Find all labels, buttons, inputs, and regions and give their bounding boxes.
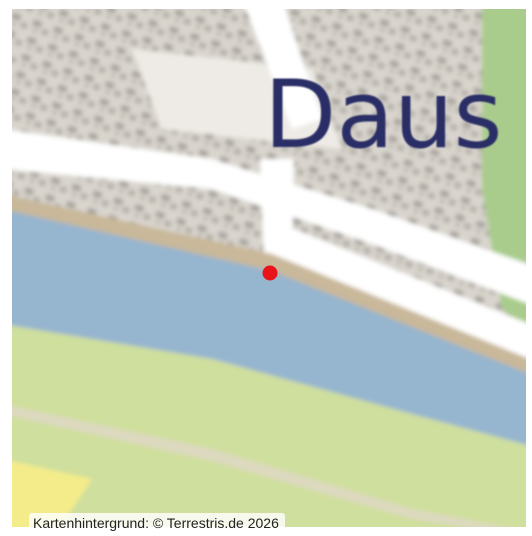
place-name-label: Daus — [264, 61, 503, 170]
map-attribution: Kartenhintergrund: © Terrestris.de 2026 — [29, 513, 285, 534]
marker-layer — [262, 265, 278, 281]
sand-area — [12, 461, 92, 527]
map-canvas[interactable]: Daus — [12, 9, 526, 527]
road-main — [12, 130, 526, 303]
road-secondary — [245, 9, 322, 129]
grassland — [12, 325, 526, 527]
map-background — [12, 9, 526, 527]
location-dot-icon[interactable] — [262, 265, 278, 281]
forest-area — [482, 9, 526, 327]
river — [12, 211, 526, 445]
